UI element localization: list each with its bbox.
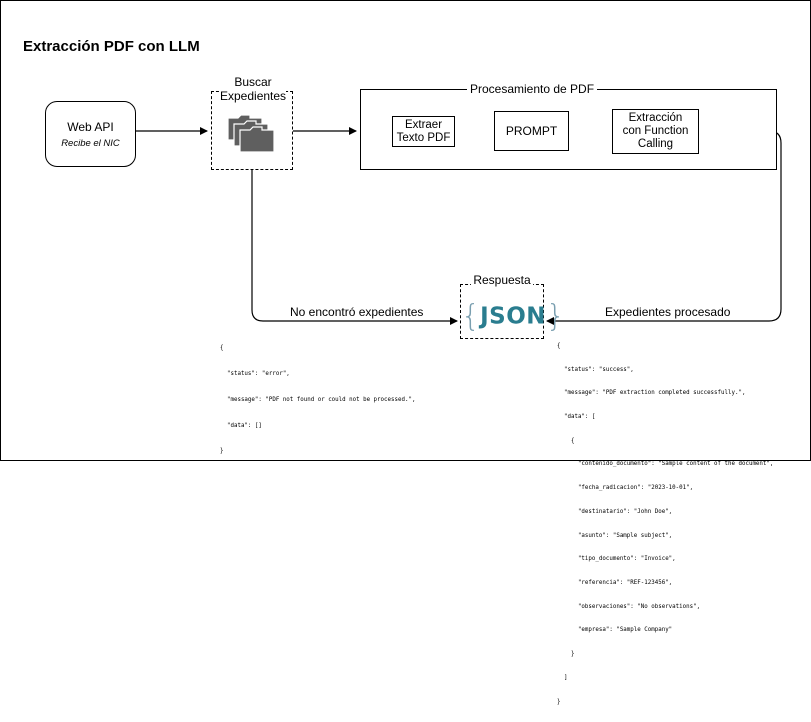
json-logo-text: JSON <box>480 303 547 330</box>
success-json-line: "tipo_documento": "Invoice", <box>557 556 676 563</box>
success-json-line: { <box>557 342 561 349</box>
success-json-snippet: { "status": "success", "message": "PDF e… <box>557 327 773 722</box>
step-extraer-line2: Texto PDF <box>396 131 451 144</box>
web-api-title: Web API <box>67 119 114 134</box>
procesamiento-pdf-title: Procesamiento de PDF <box>467 82 598 96</box>
step-prompt: PROMPT <box>494 111 569 151</box>
step-prompt-label: PROMPT <box>505 123 558 138</box>
success-json-line: "message": "PDF extraction completed suc… <box>557 390 746 397</box>
edge-label-procesado: Expedientes procesado <box>605 305 731 319</box>
respuesta-label: Respuesta <box>471 273 533 287</box>
success-json-line: "referencia": "REF-123456", <box>557 580 673 586</box>
buscar-expedientes-label: Buscar Expedientes <box>220 75 286 103</box>
success-json-line: } <box>557 698 561 705</box>
diagram-canvas: Extracción PDF con LLM Web API Recibe el… <box>0 0 811 705</box>
step-extraer-line1: Extraer <box>404 118 443 131</box>
success-json-line: "status": "success", <box>557 366 634 373</box>
folders-icon <box>227 114 275 153</box>
error-json-snippet: { "status": "error", "message": "PDF not… <box>220 327 415 473</box>
success-json-line: "empresa": "Sample Company" <box>557 627 673 634</box>
error-json-line: "message": "PDF not found or could not b… <box>220 396 416 403</box>
web-api-subtitle: Recibe el NIC <box>61 137 120 149</box>
success-json-line: "contenido_documento": "Sample content o… <box>557 461 774 468</box>
success-json-line: { <box>557 437 575 444</box>
edge-buscar-respuesta <box>251 170 458 325</box>
diagram-title: Extracción PDF con LLM <box>23 38 200 55</box>
step-extraccion-line1: Extracción <box>628 112 683 124</box>
success-json-line: "fecha_radicacion": "2023-10-01", <box>557 485 694 492</box>
error-json-line: "data": [] <box>220 422 262 429</box>
success-json-line: "data": [ <box>557 413 596 420</box>
error-json-line: "status": "error", <box>220 370 290 377</box>
error-json-line: } <box>220 448 224 455</box>
buscar-label-line2: Expedientes <box>220 89 287 103</box>
step-extraer-texto: Extraer Texto PDF <box>392 116 455 147</box>
step-extraccion-function-calling: Extracción con Function Calling <box>612 109 699 154</box>
edge-label-no-encontro: No encontró expedientes <box>290 305 424 319</box>
success-json-line: ] <box>557 674 568 681</box>
success-json-line: "observaciones": "No observations", <box>557 603 701 610</box>
success-json-line: } <box>557 651 575 658</box>
step-extraccion-line3: Calling <box>637 138 674 150</box>
step-extraccion-line2: con Function <box>622 125 689 137</box>
success-json-line: "destinatario": "John Doe", <box>557 508 673 515</box>
error-json-line: { <box>220 345 224 352</box>
buscar-label-line1: Buscar <box>234 75 272 89</box>
respuesta-node: {JSON} <box>460 284 566 339</box>
json-logo: {JSON} <box>461 299 566 334</box>
success-json-line: "asunto": "Sample subject", <box>557 532 673 539</box>
web-api-node: Web API Recibe el NIC <box>45 101 136 167</box>
buscar-expedientes-node <box>211 91 293 170</box>
